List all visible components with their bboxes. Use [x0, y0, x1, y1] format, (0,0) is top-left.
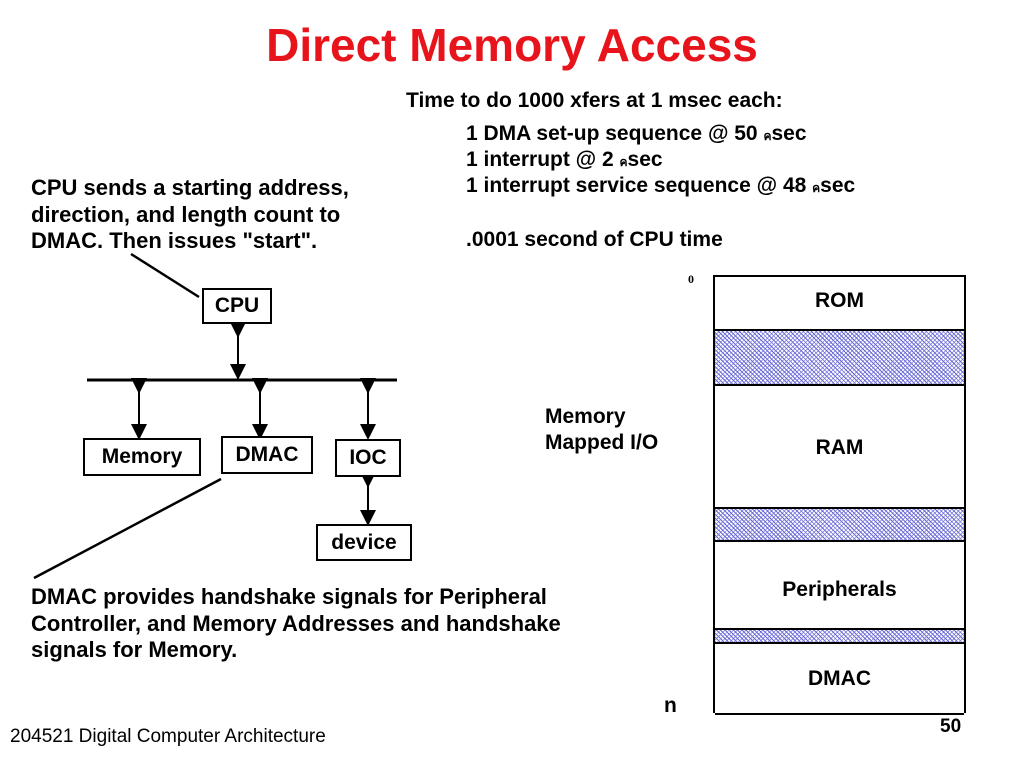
timing-line-service: 1 interrupt service sequence @ 48 คsec	[466, 174, 856, 197]
slide-title: Direct Memory Access	[266, 19, 758, 71]
memory-region-peripherals: Peripherals	[715, 542, 964, 630]
memory-region-reserved	[715, 630, 964, 644]
timing-total: .0001 second of CPU time	[466, 228, 723, 251]
memory-box: Memory	[83, 438, 201, 476]
dmac-note-line: DMAC provides handshake signals for Peri…	[31, 584, 547, 609]
cpu-note: CPU sends a starting address, direction,…	[31, 175, 349, 255]
address-start-label: 0	[688, 272, 694, 286]
dmac-note-line: Controller, and Memory Addresses and han…	[31, 610, 561, 636]
device-box: device	[316, 524, 412, 561]
address-end-label: n	[664, 694, 677, 717]
memory-region-ram: RAM	[715, 386, 964, 509]
cpu-callout-line	[130, 252, 200, 299]
cpu-box: CPU	[202, 288, 272, 324]
cpu-note-line: DMAC. Then issues "start".	[31, 228, 318, 253]
memory-region-reserved	[715, 331, 964, 386]
dmac-note: DMAC provides handshake signals for Peri…	[31, 584, 561, 664]
memory-mapped-io-label: Memory Mapped I/O	[545, 405, 659, 454]
footer-course-name: 204521 Digital Computer Architecture	[10, 726, 326, 747]
memory-map: ROM RAM Peripherals DMAC	[713, 275, 966, 715]
page-number: 50	[940, 716, 962, 737]
micro-symbol: ค	[619, 155, 628, 169]
memory-region-rom: ROM	[715, 277, 964, 331]
timing-line-interrupt: 1 interrupt @ 2 คsec	[466, 148, 663, 171]
dmac-box: DMAC	[221, 436, 313, 474]
dmac-note-line: signals for Memory.	[31, 637, 238, 662]
timing-line-dma-setup: 1 DMA set-up sequence @ 50 คsec	[466, 122, 807, 145]
dmac-callout-line	[33, 477, 222, 580]
timing-heading: Time to do 1000 xfers at 1 msec each:	[406, 89, 783, 112]
ioc-box: IOC	[335, 439, 401, 477]
micro-symbol: ค	[763, 129, 772, 143]
memory-region-reserved	[715, 509, 964, 542]
cpu-note-line: direction, and length count to	[31, 201, 341, 227]
micro-symbol: ค	[812, 181, 821, 195]
memory-region-dmac: DMAC	[715, 644, 964, 715]
cpu-note-line: CPU sends a starting address,	[31, 175, 349, 200]
